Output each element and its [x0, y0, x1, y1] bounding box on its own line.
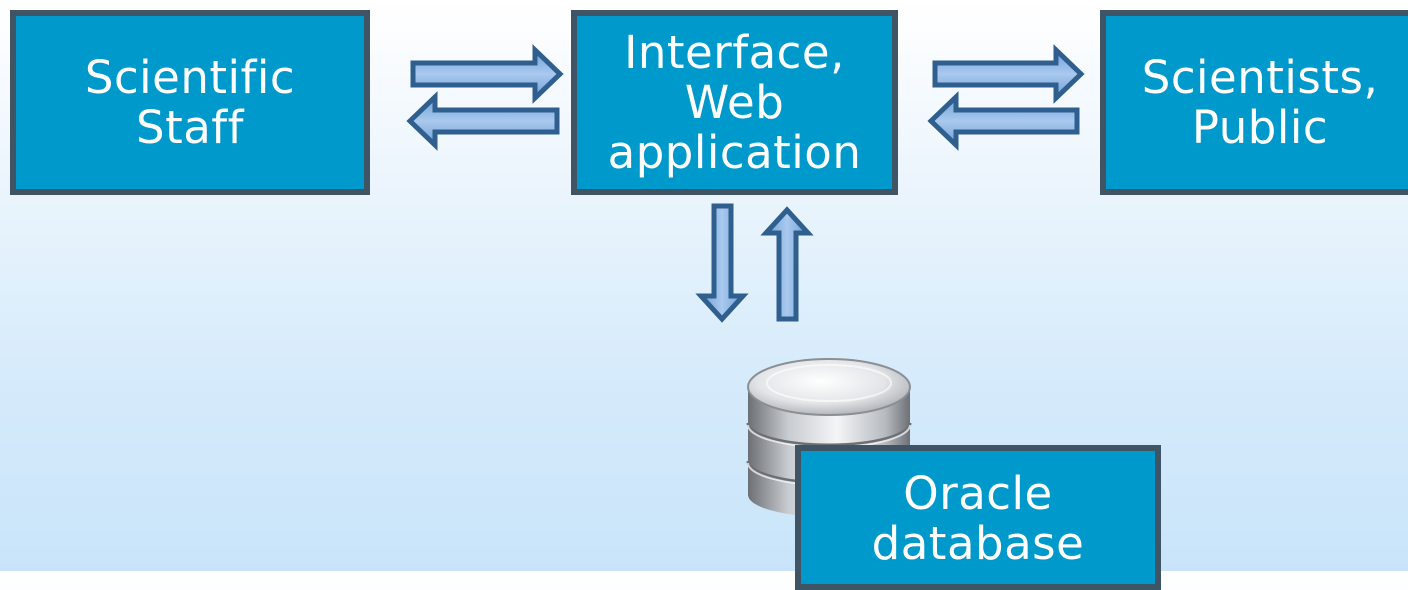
- node-web-application-line-2: Web: [684, 75, 785, 129]
- node-scientific-staff-line-2: Staff: [136, 100, 244, 154]
- node-oracle-database-line-2: database: [871, 517, 1085, 570]
- node-web-application-line-1: Interface,: [624, 25, 845, 79]
- arrow-public-to-web: [927, 91, 1080, 151]
- node-scientific-staff-line-1: Scientific: [84, 50, 296, 104]
- node-oracle-database: Oracle database: [795, 445, 1161, 590]
- node-web-application: Interface, Web application: [571, 10, 898, 195]
- arrow-web-to-staff: [406, 91, 560, 151]
- connector-arrows: [406, 44, 1085, 323]
- node-scientific-staff: Scientific Staff: [10, 10, 370, 195]
- arrow-oracle-to-web: [760, 206, 814, 322]
- arrow-web-to-public: [932, 44, 1085, 104]
- architecture-diagram: Scientific Staff Interface, Web applicat…: [10, 10, 1408, 590]
- node-scientists-public: Scientists, Public: [1100, 10, 1408, 195]
- arrow-web-to-oracle: [695, 203, 749, 323]
- arrow-staff-to-web: [410, 44, 564, 104]
- node-scientists-public-line-2: Public: [1191, 100, 1329, 154]
- node-oracle-database-line-1: Oracle: [903, 467, 1053, 520]
- node-web-application-line-3: application: [607, 125, 862, 179]
- node-scientists-public-line-1: Scientists,: [1141, 50, 1379, 104]
